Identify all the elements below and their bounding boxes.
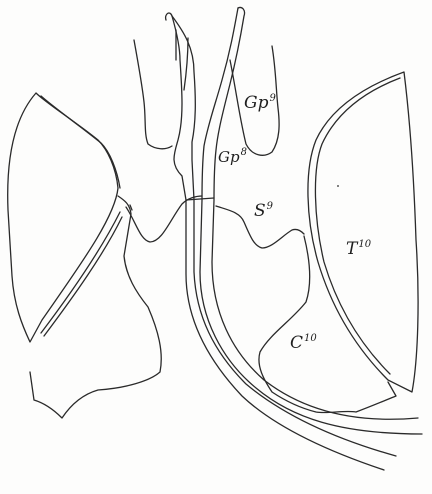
label-gp9-base: Gp bbox=[244, 93, 268, 113]
label-gp8-sup: 8 bbox=[241, 147, 247, 158]
left-cercus bbox=[30, 196, 161, 418]
label-s9-sup: 9 bbox=[267, 201, 273, 212]
label-gp9: Gp9 bbox=[244, 94, 276, 112]
right-tergite bbox=[308, 72, 418, 392]
specimen-dot bbox=[337, 185, 339, 187]
label-t10-base: T bbox=[346, 239, 357, 259]
right-cercus bbox=[259, 236, 396, 413]
label-s9: S9 bbox=[254, 202, 273, 220]
label-gp9-sup: 9 bbox=[269, 93, 275, 104]
label-s9-base: S bbox=[254, 201, 266, 221]
label-gp8-base: Gp bbox=[218, 148, 240, 166]
label-c10: C10 bbox=[290, 334, 317, 352]
left-tergite bbox=[8, 93, 122, 342]
left-sternite bbox=[126, 196, 202, 242]
label-t10: T10 bbox=[346, 240, 371, 258]
label-c10-sup: 10 bbox=[304, 333, 317, 344]
label-c10-base: C bbox=[290, 333, 303, 353]
label-gp8: Gp8 bbox=[218, 148, 247, 165]
label-t10-sup: 10 bbox=[358, 239, 371, 250]
